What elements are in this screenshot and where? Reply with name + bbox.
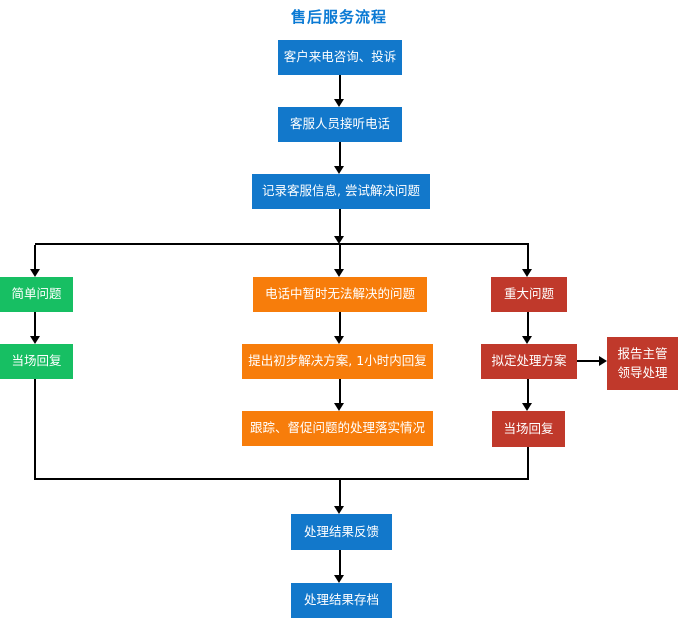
node-customer-call: 客户来电咨询、投诉	[278, 40, 402, 75]
merge-line	[35, 478, 529, 480]
node-simple-problem: 简单问题	[0, 277, 73, 312]
connector-line	[527, 245, 529, 270]
arrow-down-icon	[334, 166, 344, 174]
node-follow-up: 跟踪、督促问题的处理落实情况	[242, 411, 433, 446]
connector-line	[527, 312, 529, 337]
node-report-leader: 报告主管 领导处理	[607, 337, 678, 390]
node-answer-call: 客服人员接听电话	[278, 107, 402, 142]
connector-line	[339, 379, 341, 404]
elbow-line-left	[34, 379, 36, 480]
arrow-down-icon	[522, 336, 532, 344]
arrow-down-icon	[334, 403, 344, 411]
arrow-down-icon	[30, 336, 40, 344]
connector-line	[34, 312, 36, 337]
arrow-down-icon	[334, 99, 344, 107]
arrow-down-icon	[334, 336, 344, 344]
connector-line	[34, 245, 36, 270]
arrow-right-icon	[599, 356, 607, 366]
node-simple-reply: 当场回复	[0, 344, 73, 379]
node-make-plan: 拟定处理方案	[481, 344, 577, 379]
node-result-feedback: 处理结果反馈	[291, 514, 392, 550]
node-result-archive: 处理结果存档	[291, 583, 392, 618]
arrow-down-icon	[334, 236, 344, 244]
elbow-line-right	[527, 447, 529, 480]
node-major-problem: 重大问题	[491, 277, 567, 312]
arrow-down-icon	[30, 269, 40, 277]
node-phone-unsolved: 电话中暂时无法解决的问题	[253, 277, 427, 312]
arrow-down-icon	[334, 506, 344, 514]
connector-line	[339, 550, 341, 576]
node-initial-plan: 提出初步解决方案, 1小时内回复	[242, 344, 433, 379]
split-line	[35, 243, 529, 245]
arrow-down-icon	[522, 403, 532, 411]
node-onsite-reply: 当场回复	[492, 411, 565, 447]
connector-line	[339, 75, 341, 101]
arrow-down-icon	[334, 269, 344, 277]
connector-line	[339, 142, 341, 167]
arrow-down-icon	[522, 269, 532, 277]
connector-line	[339, 312, 341, 337]
page-title: 售后服务流程	[290, 8, 387, 26]
connector-line	[577, 360, 600, 362]
connector-line	[339, 480, 341, 507]
connector-line	[527, 379, 529, 405]
node-record-info: 记录客服信息, 尝试解决问题	[252, 174, 430, 209]
arrow-down-icon	[334, 575, 344, 583]
connector-line	[339, 245, 341, 270]
connector-line	[339, 209, 341, 237]
